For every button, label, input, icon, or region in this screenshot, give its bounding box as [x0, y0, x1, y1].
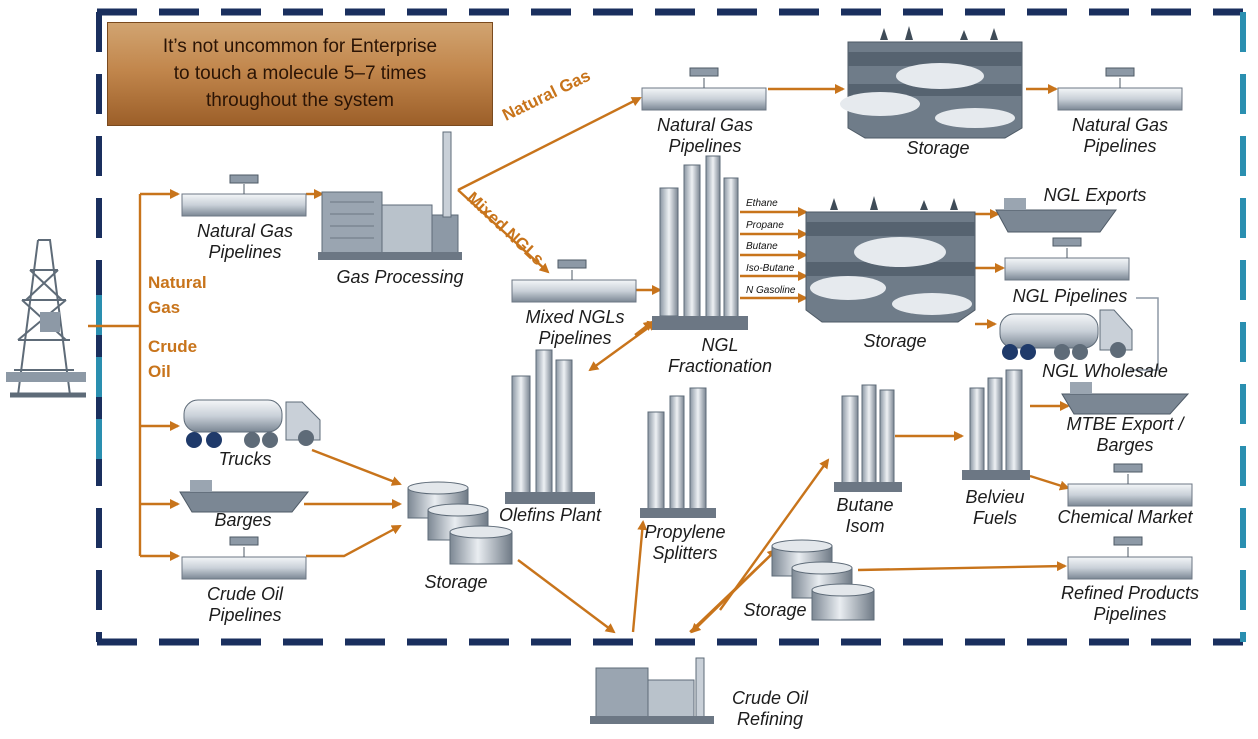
pipeline-icon-refined: [1067, 536, 1193, 580]
callout-line-3: throughout the system: [206, 90, 394, 111]
storage-cavern-icon-mid: [805, 196, 976, 323]
flow-label-crude: Crude: [148, 337, 198, 356]
label-ngl-exports: NGL Exports: [1043, 185, 1147, 205]
flow-label-oil: Oil: [148, 362, 171, 381]
arrow-return: [634, 320, 654, 336]
flow-lines: [88, 84, 1070, 634]
product-label-ethane: Ethane: [746, 198, 778, 209]
label-ngl-pipelines: NGL Pipelines: [1012, 286, 1128, 306]
pipeline-icon-ng-mid: [641, 67, 767, 111]
label-storage-crude: Storage: [424, 572, 488, 592]
olefins-plant-tower-icon: [505, 349, 595, 504]
butane-isom-tower-icon: [834, 384, 902, 492]
pipeline-icon-ng-right: [1057, 67, 1183, 111]
barge-icon-left: [179, 480, 310, 513]
pipeline-icon-ngl: [1004, 237, 1130, 281]
ngl-bracket: [1130, 297, 1159, 371]
propylene-splitter-tower-icon: [640, 387, 716, 518]
barge-icon-exports: [995, 198, 1117, 233]
product-label-propane: Propane: [746, 220, 784, 231]
belvieu-fuels-tower-icon: [962, 369, 1030, 480]
callout-line-2: to touch a molecule 5–7 times: [173, 63, 427, 84]
label-mtbe-export: MTBE Export /Barges: [1066, 414, 1184, 455]
label-storage-refined: Storage: [743, 600, 807, 620]
oil-rig-icon: [6, 239, 86, 398]
crude-oil-refinery-icon: [590, 657, 714, 724]
label-ngl-wholesale: NGL Wholesale: [1042, 361, 1168, 381]
storage-tanks-icon-refined: [771, 539, 875, 621]
ngl-fractionation-tower-icon: [652, 155, 748, 330]
gas-processing-plant-icon: [318, 131, 462, 260]
product-label-butane: Butane: [746, 241, 778, 252]
callout-line-1: It’s not uncommon for Enterprise: [162, 36, 438, 57]
label-storage-top: Storage: [906, 138, 970, 158]
pipeline-icon-chemical: [1067, 463, 1193, 507]
pipeline-icon-crude: [181, 536, 307, 580]
storage-cavern-icon-top: [840, 26, 1023, 139]
product-label-n-gasoline: N Gasoline: [746, 285, 796, 296]
label-olefins-plant: Olefins Plant: [498, 505, 602, 525]
flow-label-gas: Gas: [148, 298, 181, 317]
barge-icon-mtbe: [1061, 382, 1190, 415]
truck-icon-left: [183, 399, 321, 448]
label-storage-mid: Storage: [863, 331, 927, 351]
label-trucks: Trucks: [218, 449, 272, 469]
pipeline-icon-ng-left: [181, 174, 307, 217]
label-gas-processing: Gas Processing: [336, 267, 464, 287]
callout-box: It’s not uncommon for Enterprise to touc…: [107, 22, 493, 126]
pipeline-icon-mixed-ngls: [511, 259, 637, 303]
label-chemical-market: Chemical Market: [1057, 507, 1193, 527]
product-label-iso-butane: Iso-Butane: [746, 263, 795, 274]
storage-tanks-icon-crude: [407, 481, 513, 565]
truck-icon-right: [999, 309, 1133, 360]
flow-label-natural: Natural: [148, 273, 207, 292]
label-barges: Barges: [214, 510, 272, 530]
